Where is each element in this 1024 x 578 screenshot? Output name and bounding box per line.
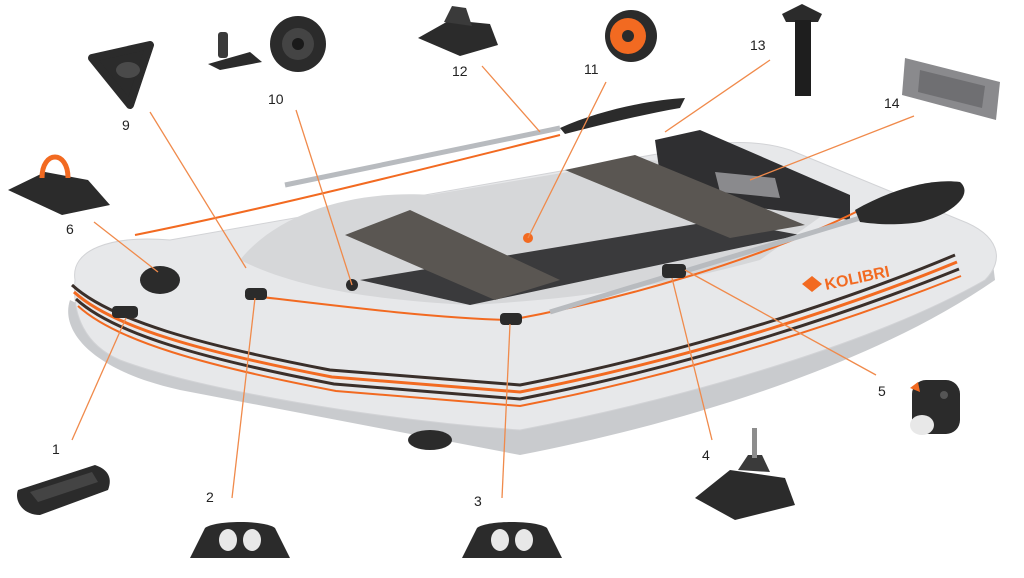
part-10-thumb <box>208 16 326 72</box>
hull-stripe-2 <box>72 260 958 394</box>
callout-number-4: 4 <box>702 447 710 463</box>
oar-left <box>284 125 561 188</box>
callout-number-6: 6 <box>66 221 74 237</box>
leader-5 <box>684 269 877 376</box>
part-4-thumb <box>695 428 795 520</box>
leader-1 <box>71 317 127 441</box>
leader-3 <box>501 323 511 499</box>
leader-14 <box>749 115 915 181</box>
part-1-thumb <box>16 465 110 515</box>
hull-patch <box>408 430 452 450</box>
fitting-2 <box>245 288 267 300</box>
part-2-thumb <box>190 522 290 558</box>
callout-number-3: 3 <box>474 493 482 509</box>
fitting-1 <box>112 306 138 318</box>
leader-4 <box>671 277 713 441</box>
callout-number-2: 2 <box>206 489 214 505</box>
part-6-thumb <box>8 154 110 215</box>
part-3-thumb <box>462 522 562 558</box>
callout-number-14: 14 <box>884 95 900 111</box>
transom-plate <box>715 172 780 198</box>
leader-12 <box>481 65 541 133</box>
oar-left-blade <box>560 98 685 134</box>
part-13-thumb <box>782 4 822 96</box>
leader-lines <box>71 59 915 499</box>
fitting-4 <box>662 264 686 278</box>
part-5-thumb <box>910 380 960 435</box>
callout-number-13: 13 <box>750 37 766 53</box>
leader-13 <box>664 59 771 133</box>
fitting-6 <box>140 266 180 294</box>
oar-right-blade <box>855 181 965 225</box>
fitting-3 <box>500 313 522 325</box>
hull-stripe-1 <box>70 253 956 387</box>
callout-number-10: 10 <box>268 91 284 107</box>
leader-2 <box>231 297 256 499</box>
callout-number-1: 1 <box>52 441 60 457</box>
leader-11 <box>527 81 607 239</box>
hull-stripe-4 <box>77 275 962 408</box>
part-11-thumb <box>605 10 657 62</box>
seat-front <box>345 210 560 300</box>
part-14-thumb <box>902 58 1000 120</box>
oar-right <box>549 215 861 315</box>
seat-rear <box>565 155 805 238</box>
callout-number-9: 9 <box>122 117 130 133</box>
hull-stripe-3 <box>74 267 960 401</box>
part-9-thumb <box>88 41 154 109</box>
leader-10 <box>295 109 353 286</box>
leader-6 <box>93 221 159 273</box>
callout-number-11: 11 <box>584 61 599 77</box>
callout-number-12: 12 <box>452 63 468 79</box>
callout-number-5: 5 <box>878 383 886 399</box>
logo-mark <box>802 276 822 292</box>
leader-9 <box>149 111 247 269</box>
inflatable-boat: KOLIBRI <box>68 98 997 455</box>
part-12-thumb <box>418 6 498 56</box>
